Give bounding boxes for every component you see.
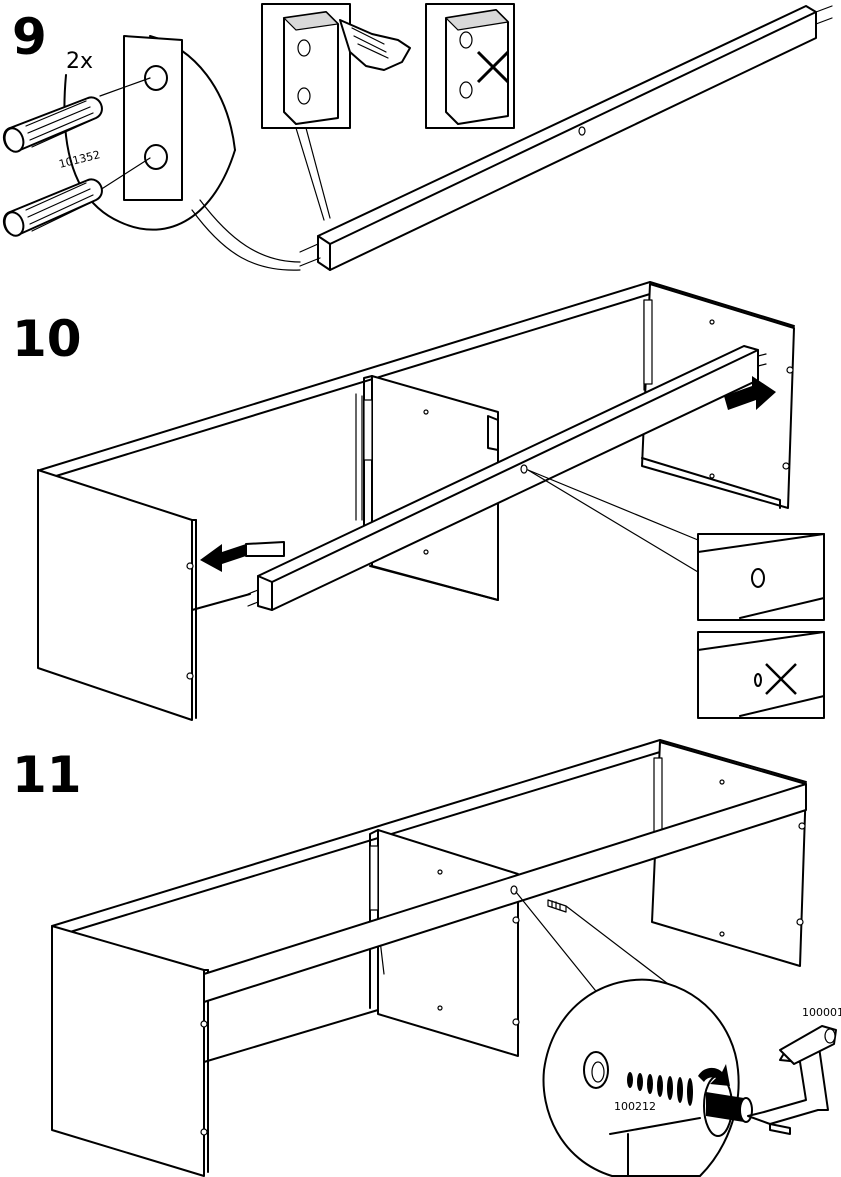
allen-key-icon: 100001: [748, 1006, 841, 1134]
step-number-9: 9: [12, 8, 47, 66]
tool-part-number: 100001: [802, 1006, 841, 1019]
incorrect-hole-detail: [698, 632, 824, 718]
step-9: 9 2x 101352: [1, 4, 832, 270]
correct-orientation-box: [262, 4, 410, 128]
wooden-dowel-icon: [1, 179, 101, 238]
quantity-label: 2x: [66, 49, 93, 74]
step-number-10: 10: [12, 310, 82, 368]
screw-part-number: 100212: [614, 1100, 656, 1113]
wooden-dowel-icon: [1, 97, 101, 154]
cam-screw-icon: [548, 900, 566, 912]
step-11: 11: [12, 740, 841, 1176]
correct-hole-detail: [698, 534, 824, 620]
dowel-detail-callout: 2x 101352: [1, 36, 300, 270]
step-number-11: 11: [12, 746, 82, 804]
step-10: 10: [12, 282, 824, 720]
dowel-part-number: 101352: [58, 148, 102, 171]
incorrect-orientation-box: [426, 4, 514, 128]
arrow-left-icon: [200, 542, 284, 572]
screw-detail-callout: 100212: [544, 980, 752, 1176]
